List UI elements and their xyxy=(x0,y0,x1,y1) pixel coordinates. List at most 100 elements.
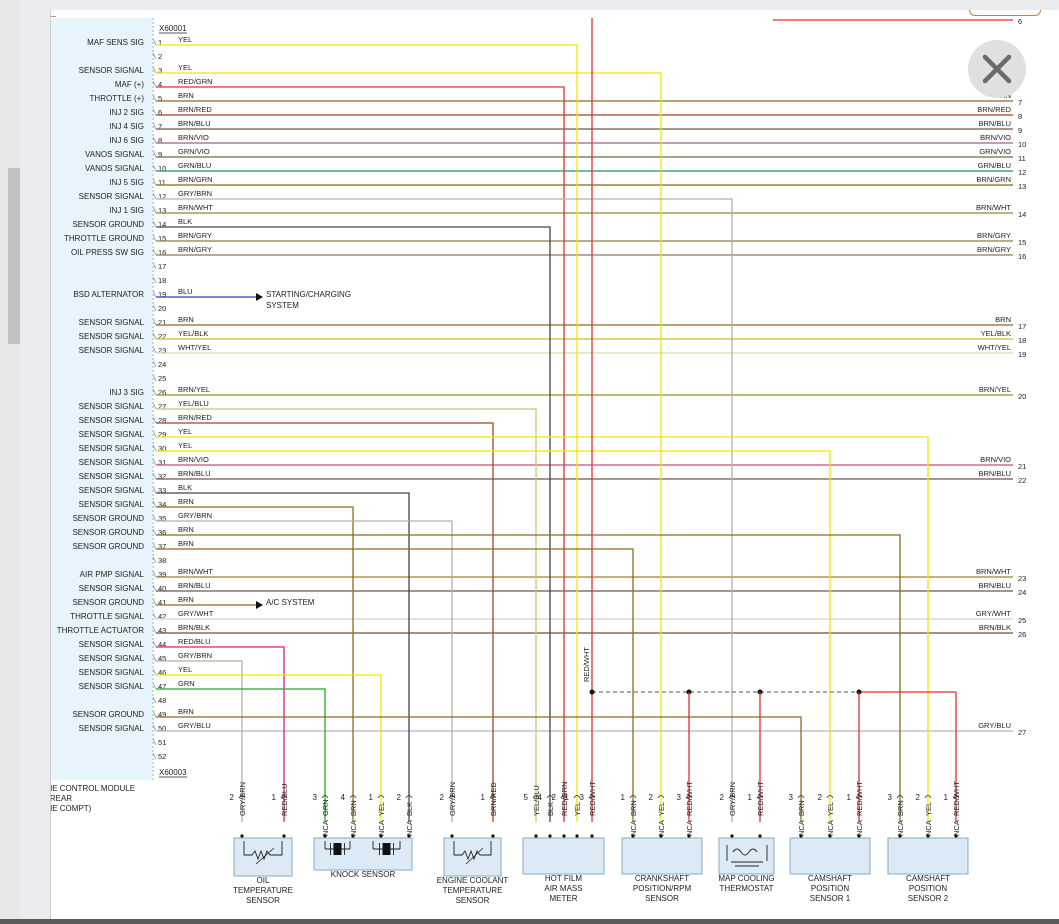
wire-color-label: BRN/BLU xyxy=(178,119,211,128)
pin-socket xyxy=(952,795,960,799)
component-pin-number: 1 xyxy=(272,793,277,802)
pin-terminal xyxy=(152,388,157,396)
component-pin-number: 1 xyxy=(481,793,486,802)
pin-signal-label: INJ 5 SIG xyxy=(109,178,144,187)
ref-wire-label: GRN/VIO xyxy=(979,147,1011,156)
pin-number: 26 xyxy=(158,388,166,397)
pin-socket xyxy=(657,795,665,799)
left-scrollbar[interactable] xyxy=(0,0,20,919)
pin-terminal xyxy=(152,318,157,326)
pin-terminal xyxy=(152,514,157,522)
pin-dot xyxy=(575,834,579,838)
module-label: GINE COMPT) xyxy=(51,804,92,813)
pin-signal-label: SENSOR SIGNAL xyxy=(79,444,145,453)
component-pin-number: 4 xyxy=(538,793,543,802)
wire-color-label: YEL xyxy=(178,63,192,72)
component-wire-label: RED/WHT xyxy=(855,781,864,816)
component-wire-label: BLK xyxy=(546,802,555,816)
arrow-target-label: A/C SYSTEM xyxy=(266,598,315,607)
component-name: TEMPERATURE xyxy=(233,886,293,895)
arrow-target-label: STARTING/CHARGING xyxy=(266,290,351,299)
pin-dot xyxy=(240,834,244,838)
wire-color-label: GRY/BLU xyxy=(178,721,211,730)
wire-color-label: BRN/WHT xyxy=(178,203,213,212)
pin-socket xyxy=(448,795,456,799)
wire-color-label: BRN/VIO xyxy=(178,133,209,142)
pin-terminal xyxy=(152,668,157,676)
pin-socket xyxy=(532,795,540,799)
ref-wire-label: YEL/BLK xyxy=(981,329,1011,338)
component-pin-number: 1 xyxy=(369,793,374,802)
pin-terminal xyxy=(152,752,157,760)
component-pin-number: 2 xyxy=(440,793,445,802)
pin-dot xyxy=(631,834,635,838)
pin-dot xyxy=(828,834,832,838)
nca-label: NCA xyxy=(321,820,330,836)
scroll-thumb[interactable] xyxy=(8,168,20,344)
close-button[interactable] xyxy=(968,40,1026,98)
pin-number: 1 xyxy=(158,38,162,47)
component-wire-label: BRN xyxy=(797,800,806,816)
pin-number: 11 xyxy=(158,178,166,187)
component-name: SENSOR 2 xyxy=(908,894,949,903)
pin-number: 5 xyxy=(158,94,162,103)
pin-socket xyxy=(546,795,554,799)
component-pin-number: 2 xyxy=(397,793,402,802)
pin-terminal xyxy=(152,304,157,312)
piezo-lead xyxy=(372,841,401,850)
wire-color-label: GRY/WHT xyxy=(178,609,214,618)
arrow-head xyxy=(256,293,263,301)
pin-terminal xyxy=(152,500,157,508)
pin-socket xyxy=(728,795,736,799)
pin-terminal xyxy=(152,164,157,172)
pin-terminal xyxy=(152,640,157,648)
pin-socket xyxy=(855,795,863,799)
component-name: CAMSHAFT xyxy=(906,874,950,883)
pin-terminal xyxy=(152,430,157,438)
ref-number: 6 xyxy=(1018,17,1022,26)
pin-dot xyxy=(323,834,327,838)
pin-signal-label: SENSOR SIGNAL xyxy=(79,66,145,75)
wire-color-label: BRN/BLU xyxy=(178,469,211,478)
pin-signal-label: SENSOR GROUND xyxy=(72,598,144,607)
pin-dot xyxy=(379,834,383,838)
ref-wire-label: BRN/GRN xyxy=(976,175,1011,184)
nca-label: NCA xyxy=(657,820,666,836)
pin-number: 25 xyxy=(158,374,166,383)
ref-number: 19 xyxy=(1018,350,1026,359)
pin-number: 19 xyxy=(158,290,166,299)
pin-socket xyxy=(349,795,357,799)
pin-signal-label: INJ 6 SIG xyxy=(109,136,144,145)
pin-number: 12 xyxy=(158,192,166,201)
pin-socket xyxy=(685,795,693,799)
ref-wire-label: BRN xyxy=(995,315,1011,324)
component-map xyxy=(718,837,775,875)
pin-terminal xyxy=(152,248,157,256)
ref-wire-label: GRY/BLU xyxy=(978,721,1011,730)
component-name: SENSOR xyxy=(645,894,679,903)
component-pin-number: 5 xyxy=(524,793,529,802)
pin-number: 2 xyxy=(158,52,162,61)
ref-number: 20 xyxy=(1018,392,1026,401)
component-wire-label: GRN xyxy=(321,799,330,816)
pin-number: 15 xyxy=(158,234,166,243)
pin-number: 7 xyxy=(158,122,162,131)
ref-number: 8 xyxy=(1018,112,1022,121)
nca-label: NCA xyxy=(377,820,386,836)
pin-signal-label: INJ 2 SIG xyxy=(109,108,144,117)
component-wire-label: YEL xyxy=(377,802,386,816)
wire-pin3 xyxy=(156,72,662,822)
wire-pin46 xyxy=(156,674,382,822)
wire-color-label: BRN xyxy=(178,497,194,506)
pin-socket xyxy=(924,795,932,799)
pin-number: 39 xyxy=(158,570,166,579)
thermistor-symbol xyxy=(453,841,492,861)
component-knock xyxy=(313,837,413,871)
component-pin-number: 1 xyxy=(621,793,626,802)
piezo-element xyxy=(333,843,342,855)
component-coolant xyxy=(443,837,502,877)
pin-number: 20 xyxy=(158,304,166,313)
wire-color-label: BRN xyxy=(178,539,194,548)
pin-number: 28 xyxy=(158,416,166,425)
pin-signal-label: THROTTLE GROUND xyxy=(64,234,144,243)
